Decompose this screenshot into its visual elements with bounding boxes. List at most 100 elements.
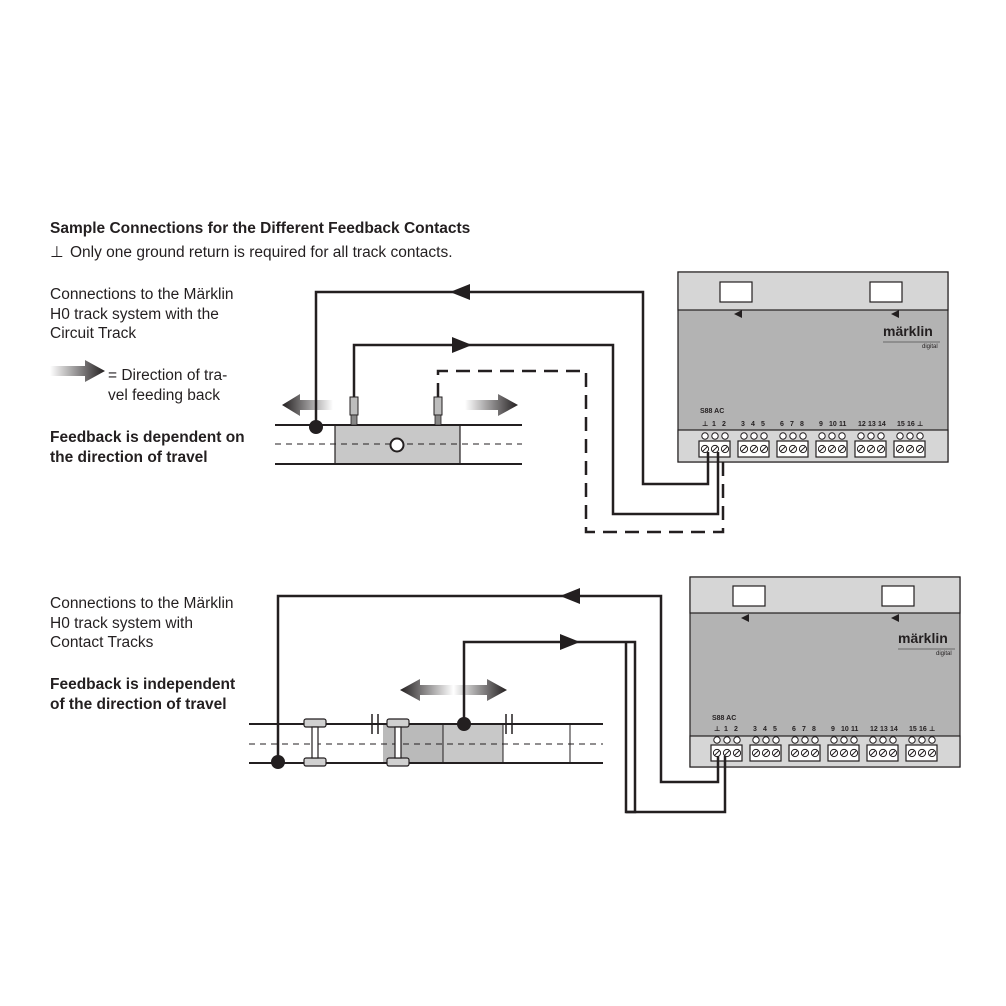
terminal-label: ⊥	[714, 726, 720, 733]
terminal-hole	[818, 432, 826, 440]
terminal-hole	[877, 432, 885, 440]
terminal-label: ⊥	[702, 421, 708, 428]
terminal-label: 2	[722, 421, 726, 428]
terminal-hole	[733, 736, 741, 744]
terminal-label: 7	[802, 726, 806, 733]
terminal-label: 3	[741, 421, 745, 428]
terminal-label: ⊥	[917, 421, 923, 428]
direction-arrow-left-icon	[282, 394, 333, 416]
terminal-hole	[838, 432, 846, 440]
terminal-hole	[828, 432, 836, 440]
wire-arrow-icon	[560, 634, 580, 650]
contact-track	[249, 714, 603, 767]
circuit-track	[275, 396, 522, 465]
terminal-label: 13	[880, 726, 888, 733]
terminal-hole	[711, 432, 719, 440]
ground-note-text: Only one ground return is required for a…	[70, 244, 453, 261]
terminal-label: 7	[790, 421, 794, 428]
circuit-contact	[389, 437, 405, 453]
terminal-hole	[916, 432, 924, 440]
terminal-label: 14	[878, 421, 886, 428]
wires-section-1	[314, 290, 725, 534]
brand-logo: märklin	[898, 630, 948, 646]
terminal-label: 14	[890, 726, 898, 733]
terminal-hole	[701, 432, 709, 440]
section1-heading: Connections to the Märklin H0 track syst…	[50, 286, 234, 342]
terminal-label: 15	[909, 726, 917, 733]
terminal-hole	[750, 432, 758, 440]
terminal-hole	[762, 736, 770, 744]
section2-feedback-note: Feedback is independent of the direction…	[50, 676, 236, 713]
terminal-label: 9	[831, 726, 835, 733]
terminal-hole	[723, 736, 731, 744]
terminal-label: 10	[829, 421, 837, 428]
terminal-label: 12	[870, 726, 878, 733]
terminal-label: 10	[841, 726, 849, 733]
terminal-label: 12	[858, 421, 866, 428]
wire-arrow-icon	[560, 588, 580, 604]
ground-symbol-icon: ⊥	[50, 244, 64, 261]
terminal-hole	[830, 736, 838, 744]
terminal-label: 4	[763, 726, 767, 733]
terminal-hole	[791, 736, 799, 744]
ground-junction	[309, 420, 323, 434]
terminal-label: ⊥	[929, 726, 935, 733]
terminal-label: 1	[712, 421, 716, 428]
wheelset-1	[303, 718, 327, 767]
section1-feedback-note: Feedback is dependent on the direction o…	[50, 429, 245, 466]
terminal-hole	[713, 736, 721, 744]
terminal-hole	[908, 736, 916, 744]
terminal-hole	[857, 432, 865, 440]
terminal-hole	[801, 736, 809, 744]
terminal-label: 11	[839, 421, 847, 428]
terminal-label: 16	[919, 726, 927, 733]
terminal-hole	[811, 736, 819, 744]
contact-junction	[457, 717, 471, 731]
terminal-label: 6	[780, 421, 784, 428]
terminal-hole	[867, 432, 875, 440]
terminal-hole	[906, 432, 914, 440]
ground-junction	[271, 755, 285, 769]
ground-note: ⊥ Only one ground return is required for …	[50, 243, 453, 263]
terminal-label: 11	[851, 726, 859, 733]
terminal-label: 8	[812, 726, 816, 733]
module-model-label: S88 AC	[700, 408, 724, 415]
terminal-hole	[869, 736, 877, 744]
terminal-hole	[740, 432, 748, 440]
brand-sub: digital	[936, 651, 952, 657]
direction-arrow-right-icon	[465, 394, 518, 416]
legend-direction-arrow-icon	[50, 360, 105, 382]
terminal-hole	[928, 736, 936, 744]
brand-sub: digital	[922, 344, 938, 350]
module-model-label: S88 AC	[712, 715, 736, 722]
wire-arrow-icon	[452, 337, 472, 353]
terminal-label: 15	[897, 421, 905, 428]
module-window-left	[719, 281, 753, 303]
terminal-label: 3	[753, 726, 757, 733]
terminal-label: 4	[751, 421, 755, 428]
terminal-label: 6	[792, 726, 796, 733]
section2-heading: Connections to the Märklin H0 track syst…	[50, 595, 234, 651]
terminal-hole	[918, 736, 926, 744]
terminal-label: 13	[868, 421, 876, 428]
wheelset-2	[386, 718, 410, 767]
terminal-label: 5	[773, 726, 777, 733]
brand-logo: märklin	[883, 323, 933, 339]
module-window-right	[869, 281, 903, 303]
terminal-hole	[752, 736, 760, 744]
terminal-hole	[760, 432, 768, 440]
module-window-left	[732, 585, 766, 607]
terminal-label: 16	[907, 421, 915, 428]
